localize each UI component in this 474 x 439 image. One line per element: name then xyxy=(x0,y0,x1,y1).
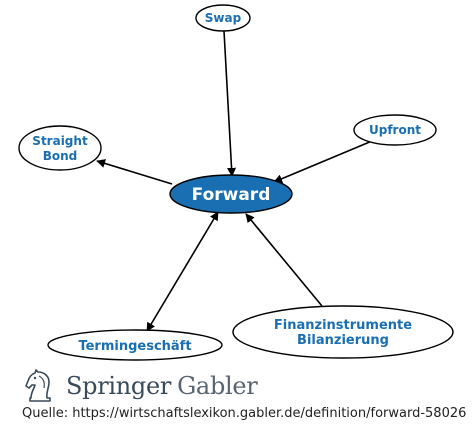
node-upfront[interactable]: Upfront xyxy=(353,114,437,146)
node-straight-bond[interactable]: Straight Bond xyxy=(18,125,102,171)
node-forward-label: Forward xyxy=(192,185,271,205)
chess-knight-icon xyxy=(25,369,51,402)
edge-forward-termingeschaeft xyxy=(146,211,219,332)
source-url-link[interactable]: https://wirtschaftslexikon.gabler.de/def… xyxy=(72,406,467,421)
node-straight-bond-label-line1: Straight xyxy=(32,134,88,148)
node-upfront-label: Upfront xyxy=(369,123,421,137)
source-line: Quelle: https://wirtschaftslexikon.gable… xyxy=(22,406,474,421)
publisher-name-part2: Gabler xyxy=(177,372,258,400)
edge-upfront-forward xyxy=(273,140,373,184)
node-straight-bond-label-line2: Bond xyxy=(43,149,78,163)
edge-swap-forward xyxy=(223,30,237,177)
node-forward[interactable]: Forward xyxy=(169,174,293,214)
node-termingeschaeft-label: Termingeschäft xyxy=(78,339,191,354)
node-swap[interactable]: Swap xyxy=(195,4,251,32)
node-finanzinstrumente-label-line2: Bilanzierung xyxy=(297,333,389,348)
node-swap-label: Swap xyxy=(205,11,242,25)
edge-finanzinstrumente-forward xyxy=(245,213,323,307)
node-termingeschaeft[interactable]: Termingeschäft xyxy=(47,329,223,361)
source-label: Quelle: xyxy=(22,406,69,421)
publisher-name-part1: Springer xyxy=(66,372,172,400)
node-finanzinstrumente-label-line1: Finanzinstrumente xyxy=(274,318,412,333)
concept-map: Swap Upfront Straight Bond Forward Termi… xyxy=(18,4,454,361)
node-finanzinstrumente-bilanzierung[interactable]: Finanzinstrumente Bilanzierung xyxy=(232,305,454,359)
edge-forward-straight-bond xyxy=(96,159,173,185)
